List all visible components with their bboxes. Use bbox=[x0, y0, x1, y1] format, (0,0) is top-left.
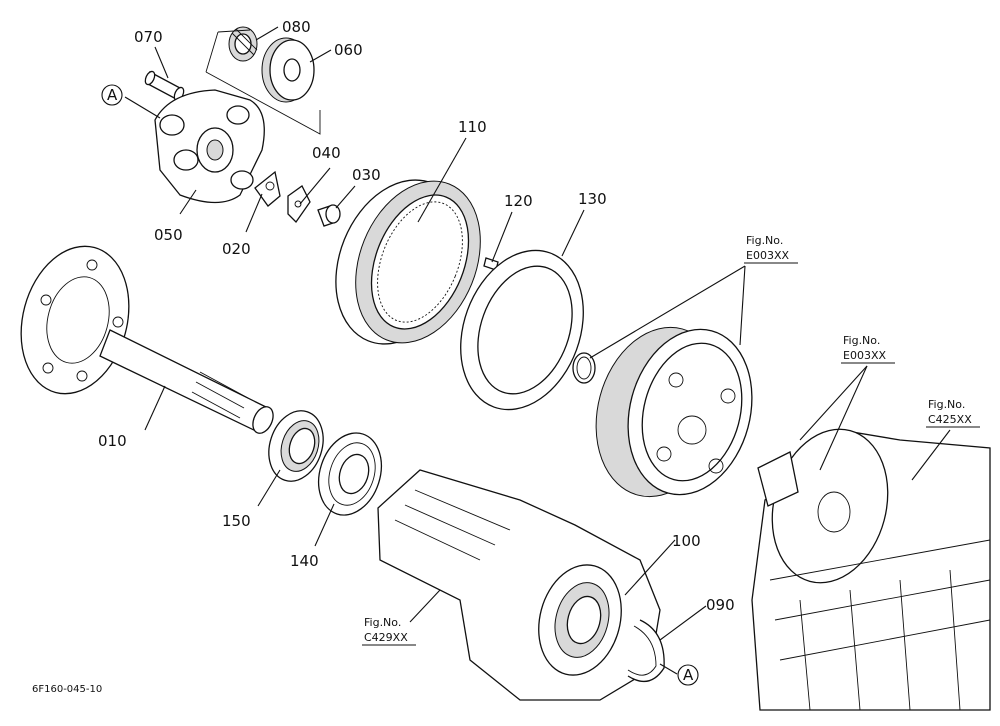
part-040-lock-washer[interactable] bbox=[287, 185, 311, 224]
housing-c425xx-transmission-case[interactable] bbox=[751, 416, 991, 711]
figure-ref-c429xx-line2: C429XX bbox=[364, 631, 408, 644]
callout-020[interactable]: 020 bbox=[222, 240, 251, 258]
part-080-needle-bearing[interactable] bbox=[228, 26, 258, 62]
ref-marker-a-top[interactable]: A bbox=[101, 84, 123, 106]
part-010-axle-shaft[interactable] bbox=[5, 234, 277, 436]
leader-lines bbox=[124, 26, 951, 675]
ref-marker-a-top-label: A bbox=[107, 86, 118, 104]
ref-marker-a-bottom-label: A bbox=[683, 666, 694, 684]
callout-030[interactable]: 030 bbox=[352, 166, 381, 184]
figure-ref-c425xx[interactable]: Fig.No. C425XX bbox=[926, 398, 980, 428]
callout-060[interactable]: 060 bbox=[334, 41, 363, 59]
figure-ref-c425xx-line2: C425XX bbox=[928, 413, 972, 426]
callout-070[interactable]: 070 bbox=[134, 28, 163, 46]
figure-ref-e003xx-1[interactable]: Fig.No. E003XX bbox=[744, 234, 798, 264]
callout-labels: 070 080 060 050 020 040 030 110 120 130 … bbox=[98, 18, 735, 614]
figure-ref-c429xx-line1: Fig.No. bbox=[364, 616, 401, 629]
callout-040[interactable]: 040 bbox=[312, 144, 341, 162]
callout-110[interactable]: 110 bbox=[458, 118, 487, 136]
assembly-e003xx-brake[interactable] bbox=[578, 313, 770, 511]
part-150-oil-seal[interactable] bbox=[260, 404, 332, 489]
bracket-080-060 bbox=[205, 29, 321, 135]
figure-ref-e003xx-2[interactable]: Fig.No. E003XX bbox=[841, 334, 895, 364]
figure-ref-e003xx-2-line1: Fig.No. bbox=[843, 334, 880, 347]
part-070-pin[interactable] bbox=[143, 70, 185, 102]
callout-130[interactable]: 130 bbox=[578, 190, 607, 208]
figure-ref-e003xx-2-line2: E003XX bbox=[843, 349, 886, 362]
figure-ref-e003xx-1-line2: E003XX bbox=[746, 249, 789, 262]
callout-120[interactable]: 120 bbox=[504, 192, 533, 210]
callout-100[interactable]: 100 bbox=[672, 532, 701, 550]
part-020-lock-plate[interactable] bbox=[254, 170, 281, 207]
part-030-bolt[interactable] bbox=[317, 204, 341, 227]
part-o-ring[interactable] bbox=[572, 352, 596, 384]
part-090-snap-ring[interactable] bbox=[627, 619, 665, 683]
callout-090[interactable]: 090 bbox=[706, 596, 735, 614]
callout-050[interactable]: 050 bbox=[154, 226, 183, 244]
callout-150[interactable]: 150 bbox=[222, 512, 251, 530]
part-050-planet-carrier[interactable] bbox=[154, 89, 265, 204]
part-130-friction-plate[interactable] bbox=[439, 233, 604, 427]
housing-c429xx-axle-case[interactable] bbox=[377, 469, 661, 701]
diagram-code: 6F160-045-10 bbox=[32, 684, 102, 695]
part-060-planet-gear[interactable] bbox=[261, 37, 315, 103]
figure-ref-c425xx-line1: Fig.No. bbox=[928, 398, 965, 411]
part-140-ball-bearing[interactable] bbox=[308, 425, 391, 523]
callout-010[interactable]: 010 bbox=[98, 432, 127, 450]
callout-080[interactable]: 080 bbox=[282, 18, 311, 36]
part-110-ring-gear[interactable] bbox=[313, 161, 504, 364]
ref-marker-a-bottom[interactable]: A bbox=[677, 664, 699, 686]
figure-ref-c429xx[interactable]: Fig.No. C429XX bbox=[362, 616, 416, 646]
callout-140[interactable]: 140 bbox=[290, 552, 319, 570]
figure-ref-e003xx-1-line1: Fig.No. bbox=[746, 234, 783, 247]
